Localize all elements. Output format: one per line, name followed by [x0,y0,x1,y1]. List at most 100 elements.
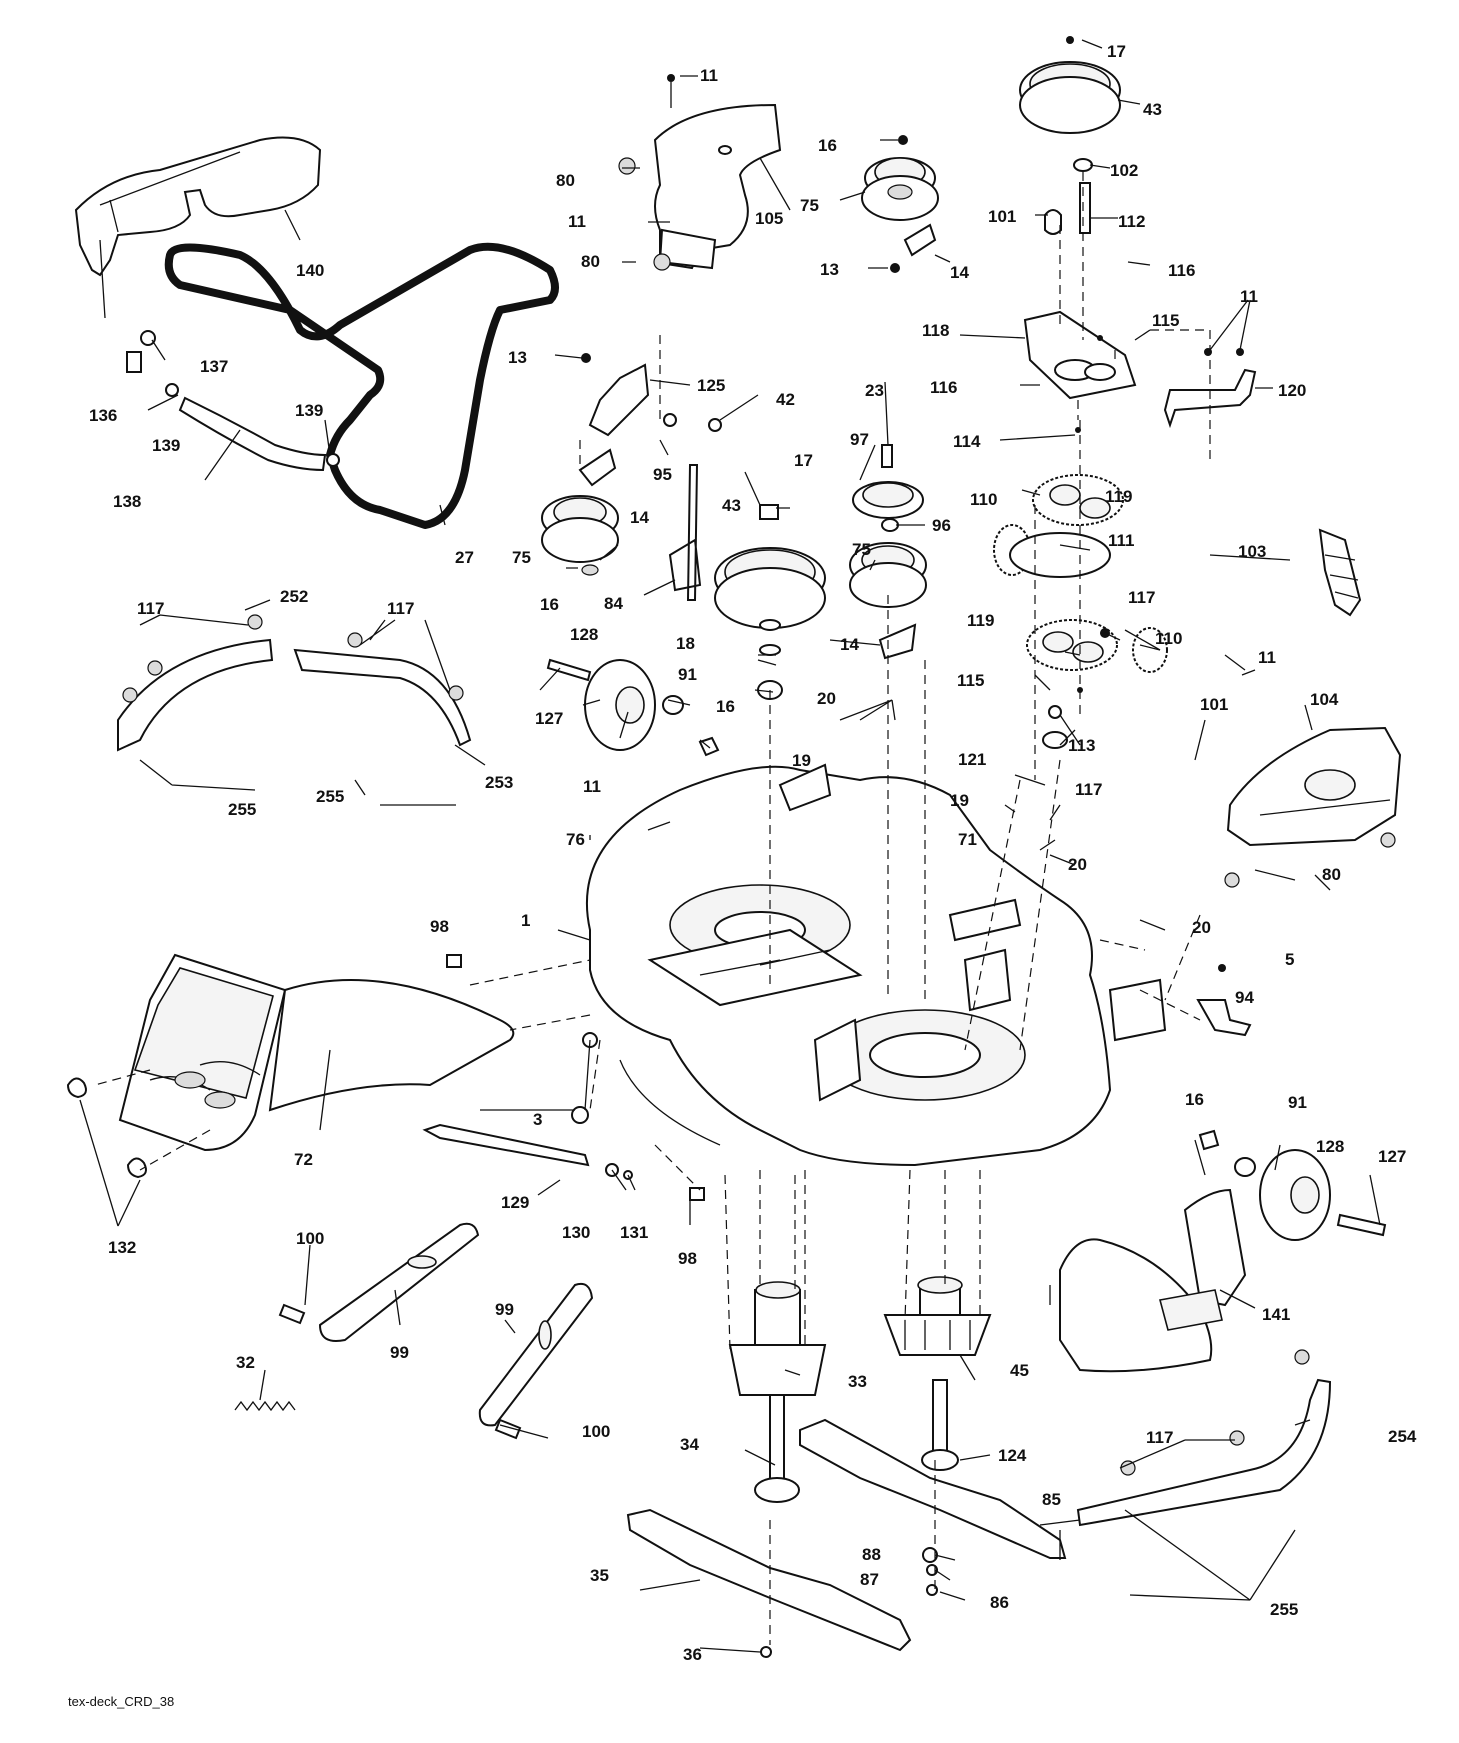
part-callout-254: 254 [1388,1427,1417,1446]
part-callout-136: 136 [89,406,117,425]
part-callout-1: 1 [521,911,530,930]
spindle-33 [728,1281,827,1503]
part-callout-128: 128 [1316,1137,1344,1156]
part-callout-124: 124 [998,1446,1027,1465]
part-callout-255: 255 [1270,1600,1298,1619]
drive-pulley-top-43 [1019,36,1121,235]
part-callout-36: 36 [683,1645,702,1664]
part-callout-255: 255 [316,787,344,806]
part-callout-100: 100 [296,1229,324,1248]
part-callout-16: 16 [540,595,559,614]
part-callout-119: 119 [967,611,994,630]
part-callout-116: 116 [1168,261,1195,280]
part-callout-119: 119 [1105,487,1132,506]
part-callout-11: 11 [568,212,586,231]
part-callout-140: 140 [296,261,324,280]
part-callout-14: 14 [840,635,859,654]
part-callout-97: 97 [850,430,869,449]
part-callout-14: 14 [950,263,969,282]
blade-85 [799,1418,1067,1559]
part-callout-127: 127 [1378,1147,1406,1166]
belt-cover-140 [74,136,322,319]
bolt-98a [446,954,462,968]
guard-141 [1049,1188,1247,1373]
part-callout-13: 13 [508,348,527,367]
part-callout-104: 104 [1310,690,1339,709]
part-callout-19: 19 [792,751,811,770]
part-callout-86: 86 [990,1593,1009,1612]
part-callout-80: 80 [556,171,575,190]
mower-deck-1 [585,763,1167,1167]
part-callout-16: 16 [818,136,837,155]
arm-99-right [478,1282,594,1440]
part-callout-125: 125 [697,376,725,395]
part-callout-75: 75 [852,540,871,559]
tension-rod-84 [668,464,702,601]
part-callout-33: 33 [848,1372,867,1391]
drive-pulley-mid-43 [714,504,826,700]
pulley-cover-105 [618,74,782,271]
bolt-98b [689,1187,705,1201]
drive-belt-27 [164,242,559,529]
part-callout-43: 43 [722,496,741,515]
part-callout-131: 131 [620,1223,648,1242]
part-callout-137: 137 [200,357,228,376]
gearbox-bracket-118 [1023,310,1257,429]
part-callout-17: 17 [1107,42,1126,61]
part-callout-130: 130 [562,1223,590,1242]
part-callout-75: 75 [800,196,819,215]
part-callout-27: 27 [455,548,474,567]
part-callout-11: 11 [583,777,601,796]
idler-pulley-top-75 [861,135,939,273]
part-callout-113: 113 [1068,736,1095,755]
part-callout-11: 11 [1240,287,1258,306]
part-callout-255: 255 [228,800,256,819]
part-callout-91: 91 [1288,1093,1307,1112]
part-callout-71: 71 [958,830,977,849]
gauge-wheel-left-128 [546,658,720,757]
part-callout-128: 128 [570,625,598,644]
pulley-group-97 [849,444,927,660]
part-callout-45: 45 [1010,1361,1029,1380]
part-callout-139: 139 [152,436,180,455]
part-callout-117: 117 [1075,780,1102,799]
bolt-36 [760,1646,772,1658]
blade-35 [626,1508,912,1652]
nut-3b [571,1106,589,1124]
part-callout-99: 99 [495,1300,514,1319]
leader-lines [79,39,1381,1653]
guard-252 [117,614,274,752]
part-callout-98: 98 [678,1249,697,1268]
part-callout-17: 17 [794,451,813,470]
part-callout-35: 35 [590,1566,609,1585]
arm-99-left [278,1222,480,1342]
assembly-lines [94,172,1211,1645]
part-callout-20: 20 [1068,855,1087,874]
part-callout-14: 14 [630,508,649,527]
part-callout-16: 16 [716,697,735,716]
part-callout-16: 16 [1185,1090,1204,1109]
part-callout-127: 127 [535,709,563,728]
gauge-wheel-right-128 [1198,1129,1387,1241]
spring-32 [234,1400,296,1412]
spindle-45 [883,1276,992,1471]
bolt-5 [1218,964,1226,972]
part-callout-117: 117 [1146,1428,1173,1447]
cover-103 [1318,528,1362,617]
part-callout-19: 19 [950,791,969,810]
part-callout-101: 101 [988,207,1016,226]
rod-129 [422,1123,590,1167]
part-callout-117: 117 [1128,588,1155,607]
part-callout-110: 110 [1155,629,1182,648]
part-callout-42: 42 [776,390,795,409]
part-callout-75: 75 [512,548,531,567]
part-callout-110: 110 [970,490,997,509]
part-callout-116: 116 [930,378,957,397]
part-callout-121: 121 [958,750,986,769]
part-callout-43: 43 [1143,100,1162,119]
part-callout-252: 252 [280,587,308,606]
part-callout-132: 132 [108,1238,136,1257]
idler-pulley-mid-75 [541,495,619,576]
part-callout-129: 129 [501,1193,529,1212]
